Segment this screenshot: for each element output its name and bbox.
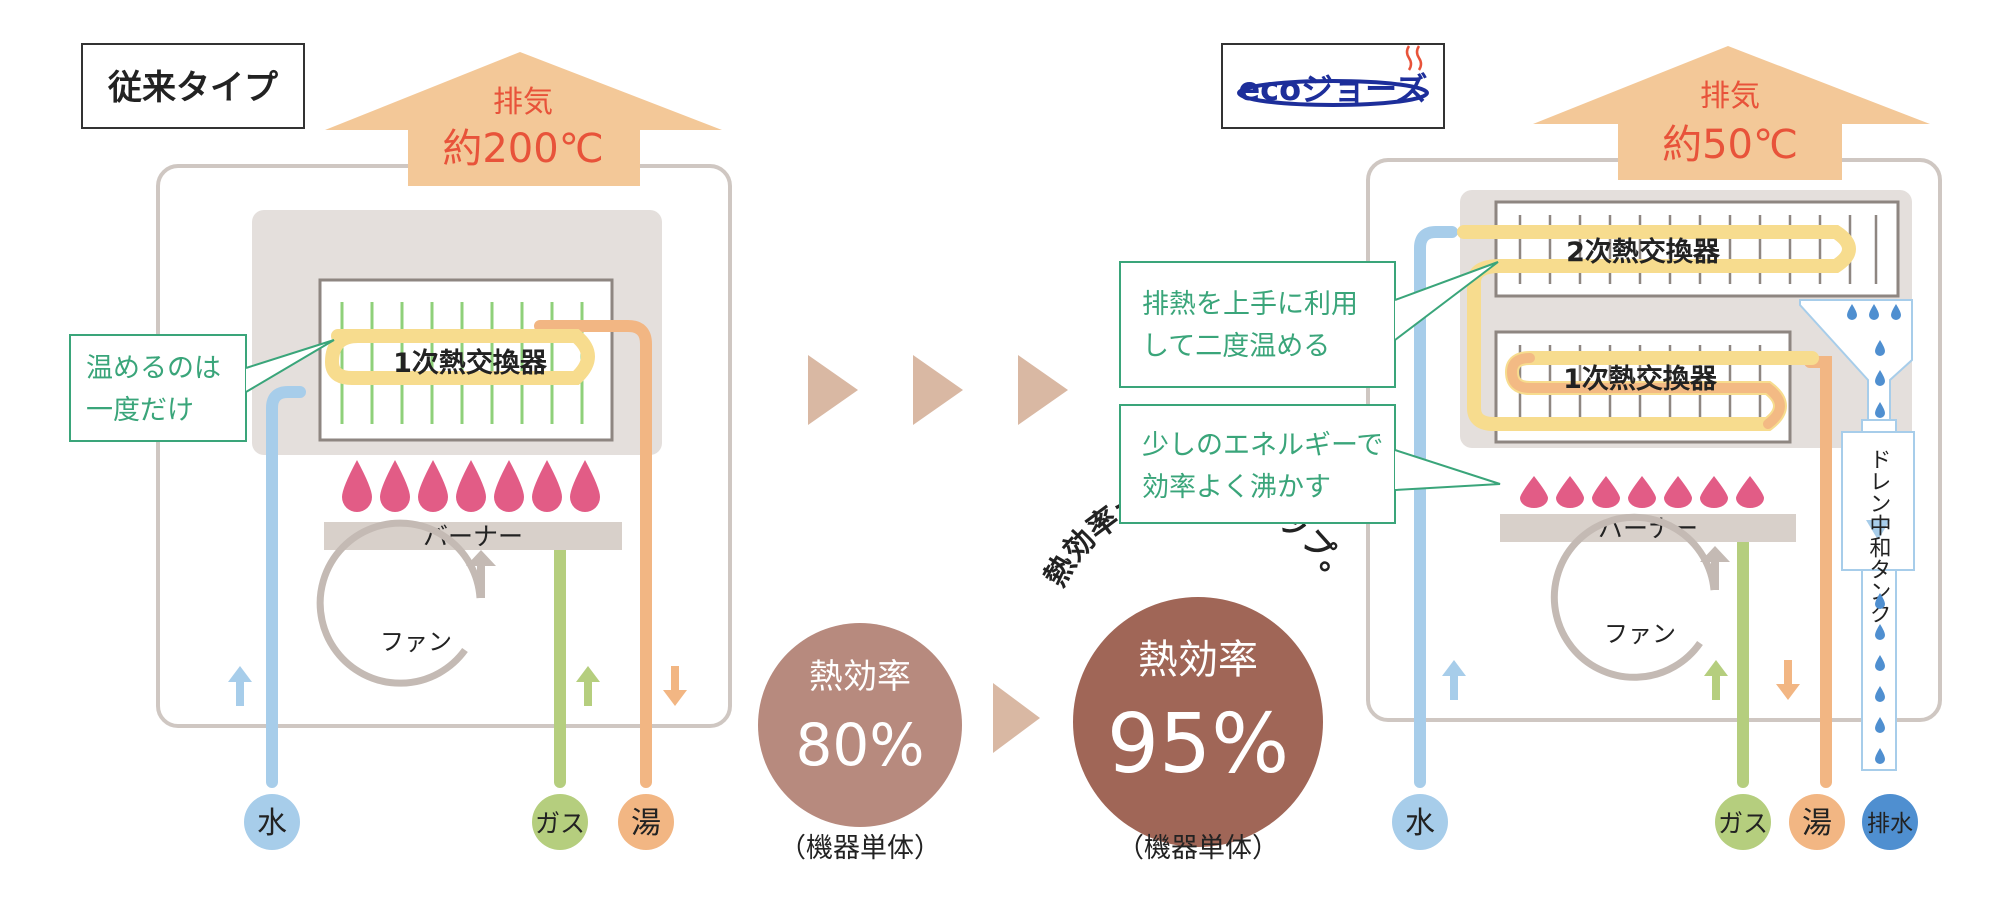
conventional-badge: [81, 43, 305, 129]
eco-water-badge: [1392, 794, 1448, 850]
conventional-water-pipe: [266, 386, 306, 788]
efficiency-95-title: 熱効率: [1138, 637, 1258, 683]
eco-flames: [1520, 476, 1764, 508]
eco-hot-badge: [1789, 794, 1845, 850]
conventional-badge-text: 従来タイプ: [107, 68, 278, 108]
eco-coil1-hot-segment: [1506, 353, 1785, 429]
conventional-exchanger-box: [318, 278, 614, 442]
efficiency-after: 熱効率 95% （機器単体） 熱効率が15%もアップ。: [1038, 475, 1358, 864]
conventional-callout-pointer: [245, 339, 335, 393]
eco-unit: ecoジョーズ 排気 約50℃: [1119, 43, 1942, 850]
efficiency-95-value: 95%: [1107, 697, 1289, 792]
conventional-exchanger-label: 1次熱交換器: [393, 347, 548, 379]
eco-exchanger1-label: 1次熱交換器: [1563, 363, 1718, 395]
eco-callout-reuse: [1119, 261, 1396, 388]
conventional-water-up-arrow: [228, 666, 252, 706]
eco-callout-reuse-line2: して二度温める: [1142, 331, 1330, 362]
eco-exhaust-arrow: [1533, 46, 1930, 180]
conventional-exhaust-temp: 約200℃: [442, 126, 603, 172]
eco-gas-badge: [1715, 794, 1771, 850]
eco-water-label: 水: [1405, 806, 1435, 841]
conventional-hot-down-arrow: [663, 666, 687, 706]
conventional-callout-line1: 温めるのは: [86, 353, 221, 384]
conventional-coil: [324, 329, 595, 385]
conventional-hot-pipe: [534, 320, 652, 788]
conventional-fan-ring: [316, 519, 484, 687]
eco-fan-ring: [1550, 513, 1718, 681]
eco-callout-efficient-line1: 少しのエネルギーで: [1142, 430, 1383, 461]
conventional-gas-badge: [532, 794, 588, 850]
efficiency-before: 熱効率 80% （機器単体）: [758, 623, 962, 864]
eco-fan-label: ファン: [1604, 620, 1676, 648]
conventional-exhaust-label: 排気: [493, 85, 553, 120]
transition-chevrons: [808, 355, 1068, 753]
eco-drain-tank-arrow: [1866, 520, 1890, 540]
conventional-gas-up-arrow: [576, 666, 600, 706]
conventional-unit: 従来タイプ 排気 約200℃ 1次熱交換器 温めるのは 一度だけ: [69, 43, 732, 850]
eco-drain-tank-body: [1841, 431, 1915, 571]
eco-exchanger2-label: 2次熱交換器: [1566, 236, 1721, 268]
conventional-water-label: 水: [257, 806, 287, 841]
eco-callout-efficient: [1119, 404, 1396, 524]
eco-drain-tank-label: ドレン中和タンク: [1866, 448, 1892, 624]
eco-gas-label: ガス: [1718, 809, 1768, 838]
conventional-gas-label: ガス: [535, 809, 585, 838]
eco-exhaust-label: 排気: [1700, 79, 1760, 114]
conventional-hot-label: 湯: [631, 806, 661, 841]
conventional-exhaust-arrow: [325, 52, 722, 186]
eco-drain-drops: [1847, 304, 1901, 764]
eco-exhaust-temp: 約50℃: [1662, 122, 1798, 168]
chevron-1: [808, 355, 858, 425]
chevron-2: [913, 355, 963, 425]
eco-logo-swoosh: [1237, 79, 1429, 107]
efficiency-80-circle: [758, 623, 962, 827]
efficiency-95-note: （機器単体）: [1117, 833, 1279, 864]
conventional-fan-label: ファン: [380, 628, 452, 656]
chevron-3: [1018, 355, 1068, 425]
efficiency-80-note: （機器単体）: [779, 833, 941, 864]
eco-hot-label: 湯: [1802, 806, 1832, 841]
eco-callout-reuse-pointer: [1394, 261, 1499, 341]
efficiency-80-value: 80%: [796, 711, 925, 779]
eco-exchanger2-box: [1494, 200, 1900, 298]
efficiency-80-title: 熱効率: [809, 657, 911, 697]
eco-fan-arrowhead: [1700, 546, 1730, 562]
conventional-water-badge: [244, 794, 300, 850]
eco-callout-reuse-line1: 排熱を上手に利用: [1142, 289, 1358, 320]
eco-drain-label: 排水: [1867, 811, 1913, 837]
conventional-callout-line2: 一度だけ: [86, 395, 194, 426]
eco-hot-pipe: [1804, 356, 1832, 788]
eco-water-pipe: [1414, 226, 1458, 788]
eco-logo-steam-icon: [1405, 45, 1423, 71]
conventional-flames: [342, 460, 600, 512]
eco-logo-text: ecoジョーズ: [1238, 70, 1427, 108]
eco-hot-down-arrow: [1776, 660, 1800, 700]
eco-callout-efficient-line2: 効率よく沸かす: [1142, 472, 1331, 503]
eco-water-up-arrow: [1442, 660, 1466, 700]
eco-callout-efficient-pointer: [1394, 449, 1501, 491]
efficiency-95-circle: [1073, 597, 1323, 847]
conventional-fan-arrowhead: [466, 550, 496, 566]
eco-drain-badge: [1862, 794, 1918, 850]
eco-gas-up-arrow: [1704, 660, 1728, 700]
chevron-4: [993, 683, 1040, 753]
conventional-hot-badge: [618, 794, 674, 850]
conventional-callout: [69, 334, 247, 442]
